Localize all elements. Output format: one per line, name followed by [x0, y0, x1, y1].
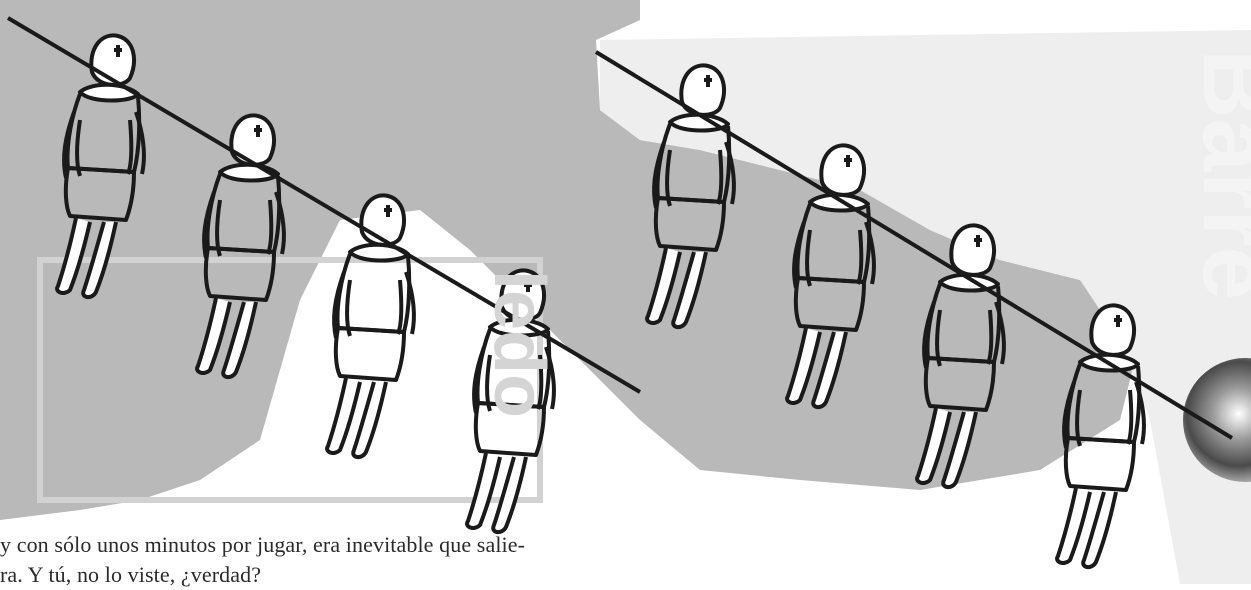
- caption-line-2: ra. Y tú, no lo viste, ¿verdad?: [0, 562, 262, 587]
- background-word-right: Barre: [1183, 49, 1251, 300]
- rod-left: [6, 16, 642, 535]
- background-word-middle: ledo: [479, 270, 559, 419]
- rod-line: [594, 50, 1234, 440]
- caption-line-1: y con sólo unos minutos por jugar, era i…: [0, 532, 526, 557]
- caption: y con sólo unos minutos por jugar, era i…: [0, 530, 640, 590]
- ball: [1183, 358, 1251, 482]
- rod-line: [6, 16, 642, 394]
- background-blob-light: [600, 30, 1251, 584]
- background-blob: [0, 0, 1140, 520]
- rod-right: [594, 50, 1234, 570]
